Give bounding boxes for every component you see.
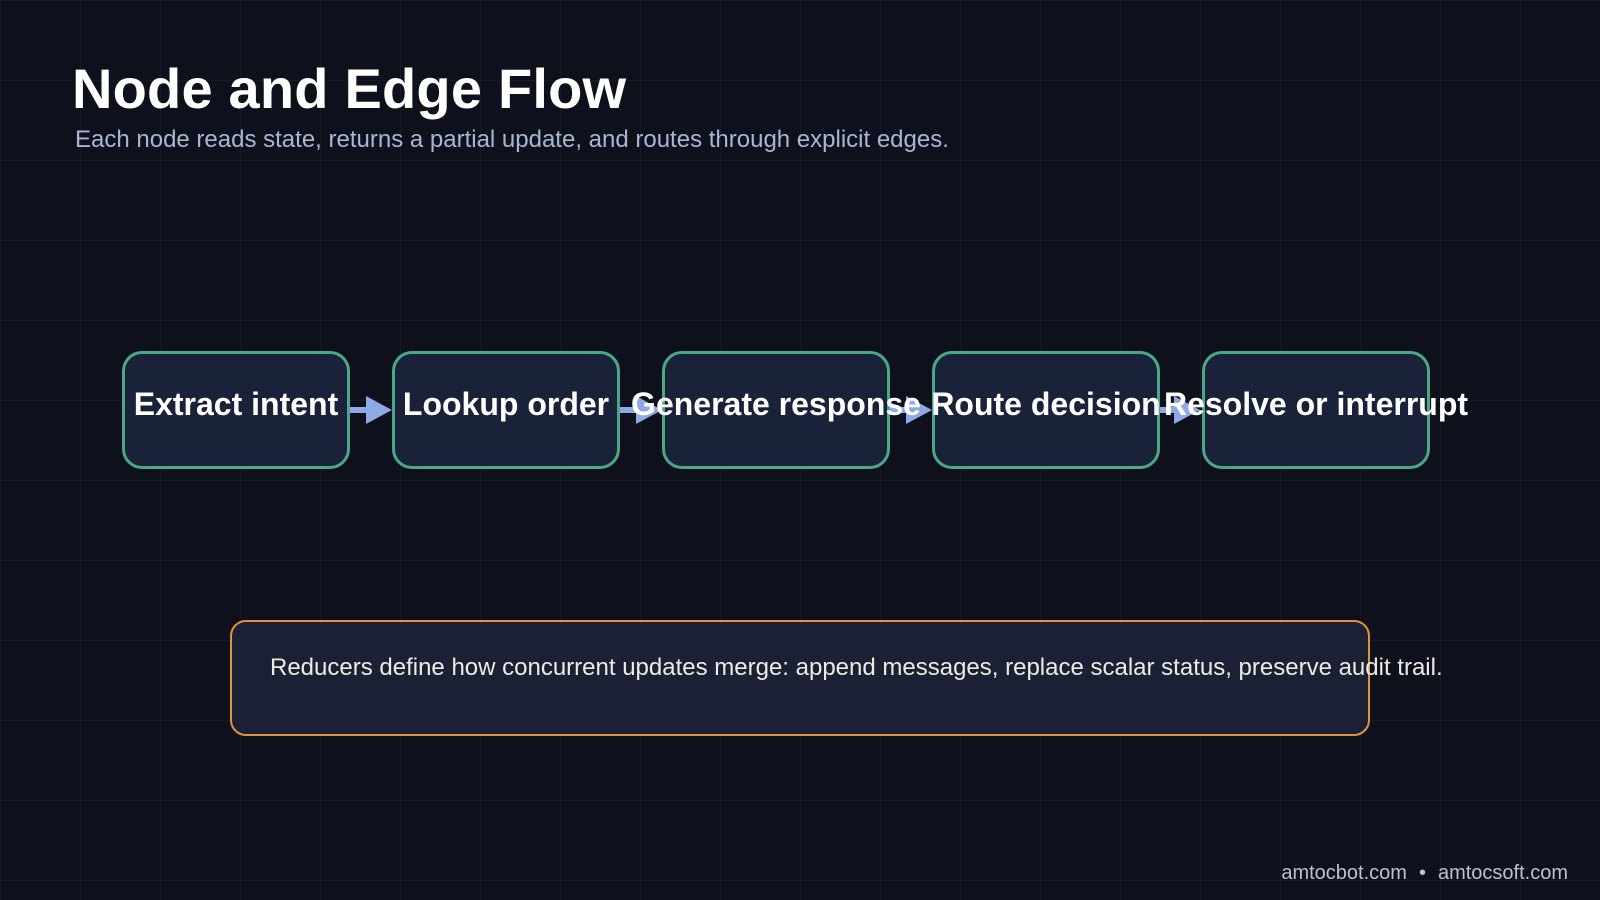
node-label: Lookup order [402, 386, 610, 422]
page-subtitle: Each node reads state, returns a partial… [75, 126, 949, 153]
node-label: Generate response [631, 386, 921, 422]
footer-separator: • [1418, 862, 1426, 884]
reducer-note-box: Reducers define how concurrent updates m… [230, 620, 1443, 736]
page-title: Node and Edge Flow [72, 57, 627, 120]
edge-arrow-1 [350, 396, 392, 424]
footer-site-b: amtocsoft.com [1437, 862, 1568, 884]
node-extract-intent: Extract intent [122, 351, 350, 469]
node-route-decision: Route decision [931, 351, 1161, 469]
reducer-note-text: Reducers define how concurrent updates m… [270, 654, 1443, 681]
node-lookup-order: Lookup order [392, 351, 620, 469]
node-label: Resolve or interrupt [1163, 386, 1469, 422]
footer-site-a: amtocbot.com [1281, 862, 1407, 884]
footer-sites: amtocbot.com • amtocsoft.com [1281, 862, 1568, 885]
node-label: Extract intent [133, 386, 339, 422]
node-generate-response: Generate response [631, 351, 921, 469]
node-label: Route decision [931, 386, 1161, 422]
node-resolve-or-interrupt: Resolve or interrupt [1164, 351, 1468, 469]
